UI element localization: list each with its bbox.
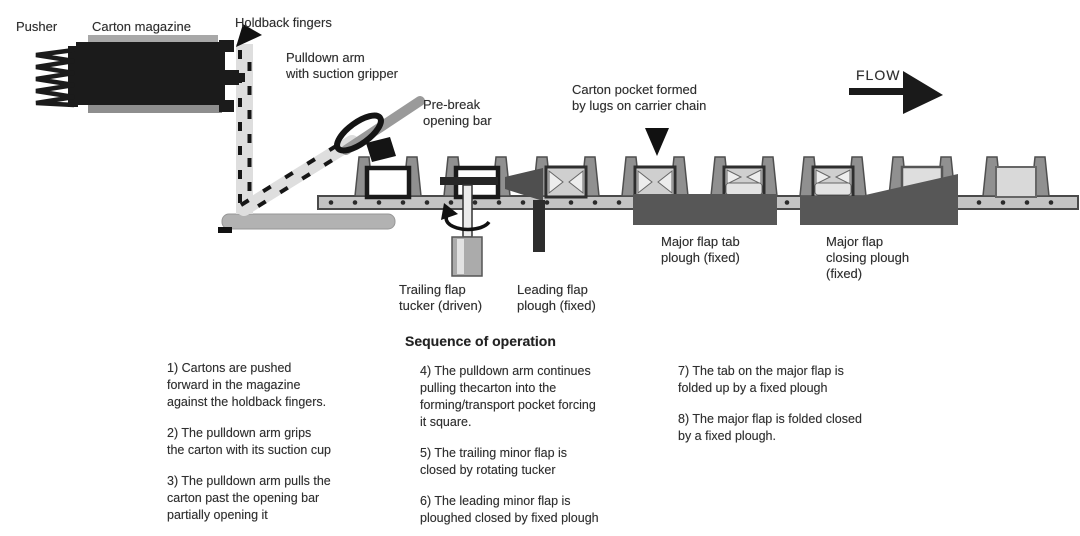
label-carton-pocket: Carton pocket formed by lugs on carrier … bbox=[572, 82, 707, 113]
label-flow: FLOW bbox=[856, 67, 901, 83]
step-8: 8) The major flap is folded closed by a … bbox=[678, 412, 862, 443]
pulldown-guide-bar bbox=[236, 44, 253, 214]
sequence-heading: Sequence of operation bbox=[405, 333, 556, 349]
carton-closed bbox=[995, 166, 1037, 198]
step-3: 3) The pulldown arm pulls the carton pas… bbox=[167, 474, 331, 522]
pulldown-arm bbox=[237, 135, 359, 216]
sequence-column-2: 4) The pulldown arm continues pulling th… bbox=[420, 363, 660, 536]
label-pulldown-arm: Pulldown arm with suction gripper bbox=[286, 50, 398, 81]
machine-drawing bbox=[35, 24, 1079, 277]
sequence-column-3: 7) The tab on the major flap is folded u… bbox=[678, 363, 928, 459]
step-7: 7) The tab on the major flap is folded u… bbox=[678, 364, 844, 395]
label-pusher: Pusher bbox=[16, 19, 58, 34]
label-pre-break-bar: Pre-break opening bar bbox=[423, 97, 492, 128]
label-major-flap-closing: Major flap closing plough (fixed) bbox=[826, 234, 910, 281]
label-carton-magazine: Carton magazine bbox=[92, 19, 191, 34]
major-flap-tab-plough bbox=[633, 194, 777, 225]
step-5: 5) The trailing minor flap is closed by … bbox=[420, 446, 568, 477]
carton-open bbox=[364, 165, 412, 200]
step-1: 1) Cartons are pushed forward in the mag… bbox=[167, 361, 327, 409]
pre-break-opening-bar bbox=[341, 96, 425, 155]
arm-track-bar bbox=[218, 213, 396, 233]
label-holdback-fingers: Holdback fingers bbox=[235, 15, 332, 30]
trailing-flap-tucker bbox=[440, 177, 498, 277]
step-6: 6) The leading minor flap is ploughed cl… bbox=[420, 494, 599, 525]
label-leading-flap: Leading flap plough (fixed) bbox=[517, 282, 596, 313]
leading-flap-plough bbox=[505, 168, 545, 252]
flow-arrow-icon bbox=[849, 71, 943, 114]
carton-magazine bbox=[76, 35, 245, 113]
major-flap-closing-plough bbox=[800, 174, 958, 225]
step-4: 4) The pulldown arm continues pulling th… bbox=[420, 364, 596, 429]
label-trailing-flap: Trailing flap tucker (driven) bbox=[399, 282, 483, 313]
pusher-spring-icon bbox=[35, 46, 78, 108]
pocket-pointer-arrow-icon bbox=[645, 128, 669, 156]
sequence-column-1: 1) Cartons are pushed forward in the mag… bbox=[167, 360, 397, 536]
step-2: 2) The pulldown arm grips the carton wit… bbox=[167, 426, 331, 457]
label-major-flap-tab: Major flap tab plough (fixed) bbox=[661, 234, 740, 265]
suction-gripper-icon bbox=[334, 112, 396, 162]
holdback-arrow-icon bbox=[236, 24, 262, 47]
